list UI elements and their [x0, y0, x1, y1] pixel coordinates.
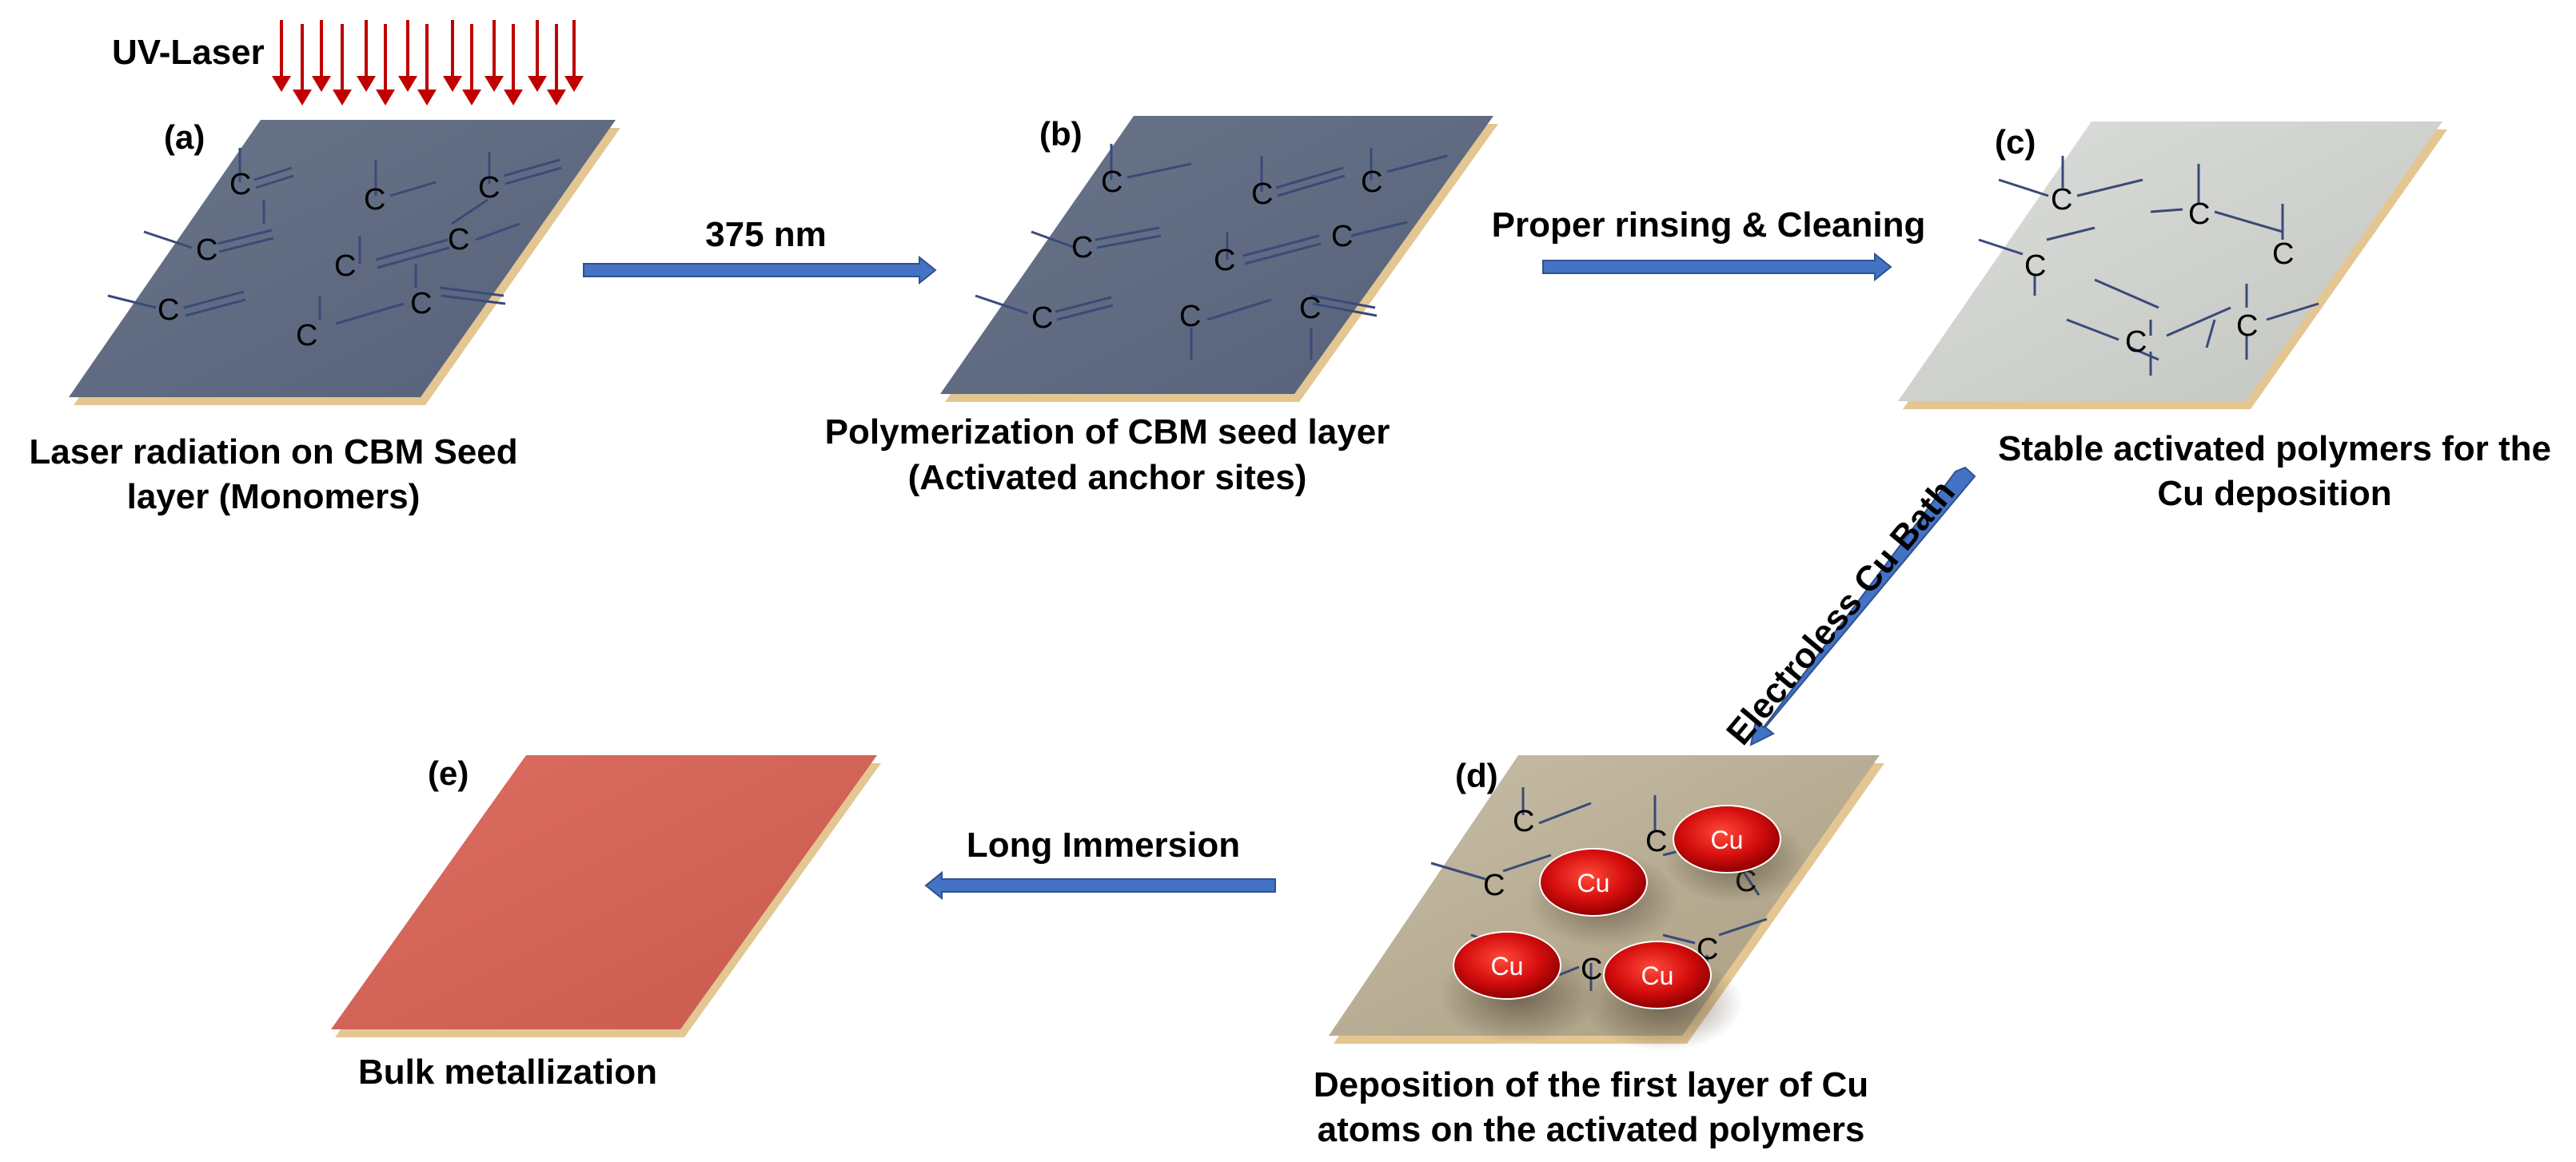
- atom-c: C: [2024, 249, 2046, 283]
- atom-c: C: [1179, 300, 1201, 333]
- arrow-c-to-d-label: Electroless Cu Bath: [1719, 472, 1963, 752]
- atom-c: C: [1299, 292, 1321, 325]
- panel-d: (d) C C C C C C: [1314, 755, 1884, 1149]
- panel-a-monomers: C C C C C C C C C: [107, 148, 562, 352]
- panel-b-polymers: C C C C C C C C C: [975, 144, 1448, 360]
- arrow-b-to-c-label: Proper rinsing & Cleaning: [1492, 205, 1926, 245]
- uv-laser-label: UV-Laser: [112, 33, 265, 72]
- cu-atom-label: Cu: [1641, 961, 1674, 990]
- atom-c: C: [2236, 309, 2258, 343]
- panel-e-letter: (e): [428, 754, 469, 792]
- atom-c: C: [1361, 165, 1382, 199]
- cu-atom: Cu: [1453, 931, 1561, 1000]
- panel-a-caption-line2: layer (Monomers): [127, 477, 421, 516]
- atom-c: C: [1214, 244, 1235, 277]
- atom-c: C: [1101, 165, 1123, 199]
- cu-atoms: Cu Cu Cu Cu: [1439, 805, 1807, 1051]
- atom-c: C: [1483, 869, 1505, 902]
- panel-c-polymers: C C C C C C: [1978, 156, 2319, 376]
- cu-atom-label: Cu: [1711, 826, 1744, 854]
- atom-c: C: [1251, 177, 1273, 211]
- panel-b-letter: (b): [1039, 115, 1083, 153]
- atom-c: C: [229, 168, 251, 201]
- arrow-d-to-e-label: Long Immersion: [967, 826, 1240, 865]
- panel-c: (c) C C C C C C: [1898, 121, 2551, 513]
- panel-b: (b) C C C C C C C C C: [825, 115, 1498, 497]
- cu-atom: Cu: [1603, 941, 1712, 1009]
- atom-c: C: [1513, 805, 1534, 838]
- atom-c: C: [334, 249, 356, 283]
- cu-atom-label: Cu: [1491, 952, 1524, 981]
- panel-d-caption-line1: Deposition of the first layer of Cu: [1314, 1065, 1868, 1104]
- atom-c: C: [1331, 220, 1353, 253]
- atom-c: C: [2125, 325, 2147, 359]
- panel-b-seed-layer: [940, 116, 1493, 394]
- panel-c-caption-line1: Stable activated polymers for the: [1998, 429, 2551, 468]
- atom-c: C: [158, 293, 179, 327]
- atom-c: C: [296, 319, 317, 352]
- atom-c: C: [196, 233, 217, 267]
- arrow-d-to-e: Long Immersion: [924, 826, 1276, 901]
- cu-atom-label: Cu: [1577, 869, 1610, 897]
- panel-c-letter: (c): [1995, 123, 2036, 161]
- atom-c: C: [2272, 237, 2294, 271]
- atom-c: C: [1031, 301, 1053, 335]
- cu-atom: Cu: [1539, 848, 1648, 917]
- panel-e: (e) Bulk metallization: [331, 754, 881, 1092]
- panel-c-activated-layer: [1898, 121, 2442, 401]
- atom-c: C: [1645, 825, 1667, 858]
- panel-a-seed-layer: [69, 120, 616, 397]
- atom-c: C: [2188, 197, 2210, 231]
- panel-e-caption: Bulk metallization: [358, 1053, 657, 1092]
- arrow-b-to-c: Proper rinsing & Cleaning: [1492, 205, 1926, 282]
- panel-a-letter: (a): [164, 118, 205, 156]
- panel-e-metal-layer: [331, 755, 877, 1029]
- atom-c: C: [478, 171, 500, 205]
- atom-c: C: [2051, 183, 2072, 217]
- atom-c: C: [364, 183, 385, 217]
- atom-c: C: [1071, 231, 1093, 265]
- panel-c-caption-line2: Cu deposition: [2157, 474, 2391, 513]
- arrow-a-to-b-label: 375 nm: [705, 215, 827, 254]
- panel-b-caption-line2: (Activated anchor sites): [908, 458, 1307, 497]
- panel-a: (a) C C C C C C C: [29, 118, 620, 516]
- panel-d-letter: (d): [1455, 757, 1498, 794]
- uv-laser: UV-Laser: [112, 20, 584, 105]
- panel-a-caption-line1: Laser radiation on CBM Seed: [29, 432, 517, 472]
- laser-rays: [272, 20, 584, 105]
- panel-d-caption-line2: atoms on the activated polymers: [1318, 1110, 1865, 1149]
- atom-c: C: [410, 287, 432, 320]
- arrow-c-to-d: Electroless Cu Bath: [1719, 466, 1976, 752]
- cu-atom: Cu: [1673, 805, 1781, 873]
- arrow-a-to-b: 375 nm: [583, 215, 937, 285]
- atom-c: C: [448, 223, 469, 257]
- panel-b-caption-line1: Polymerization of CBM seed layer: [825, 412, 1390, 452]
